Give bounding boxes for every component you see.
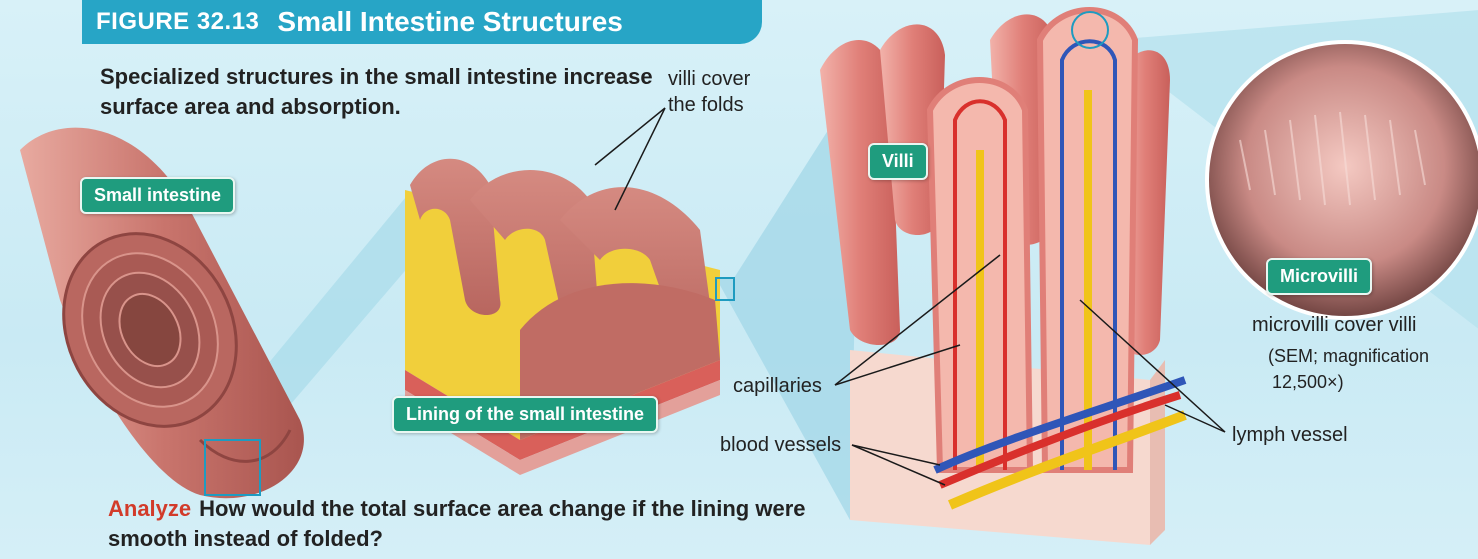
label-microvilli: Microvilli — [1266, 258, 1372, 295]
annotation-lymph-vessel: lymph vessel — [1232, 424, 1348, 447]
analyze-label: Analyze — [108, 496, 191, 521]
figure-number: FIGURE 32.13 — [96, 8, 259, 36]
villi-section — [820, 10, 1185, 545]
figure-title: Small Intestine Structures — [277, 6, 622, 38]
annotation-sem-line2: 12,500×) — [1272, 372, 1344, 393]
annotation-villi-cover-1: villi cover — [668, 68, 750, 91]
figure-title-banner: FIGURE 32.13 Small Intestine Structures — [82, 0, 762, 44]
annotation-sem-line1: (SEM; magnification — [1268, 346, 1429, 367]
label-lining: Lining of the small intestine — [392, 396, 658, 433]
annotation-villi-cover-2: the folds — [668, 94, 744, 117]
analyze-text: How would the total surface area change … — [108, 496, 806, 551]
figure-subtitle: Specialized structures in the small inte… — [100, 62, 660, 122]
annotation-microvilli-cover: microvilli cover villi — [1252, 314, 1416, 337]
label-small-intestine: Small intestine — [80, 177, 235, 214]
annotation-capillaries: capillaries — [733, 375, 822, 398]
annotation-blood-vessels: blood vessels — [720, 434, 841, 457]
label-villi: Villi — [868, 143, 928, 180]
